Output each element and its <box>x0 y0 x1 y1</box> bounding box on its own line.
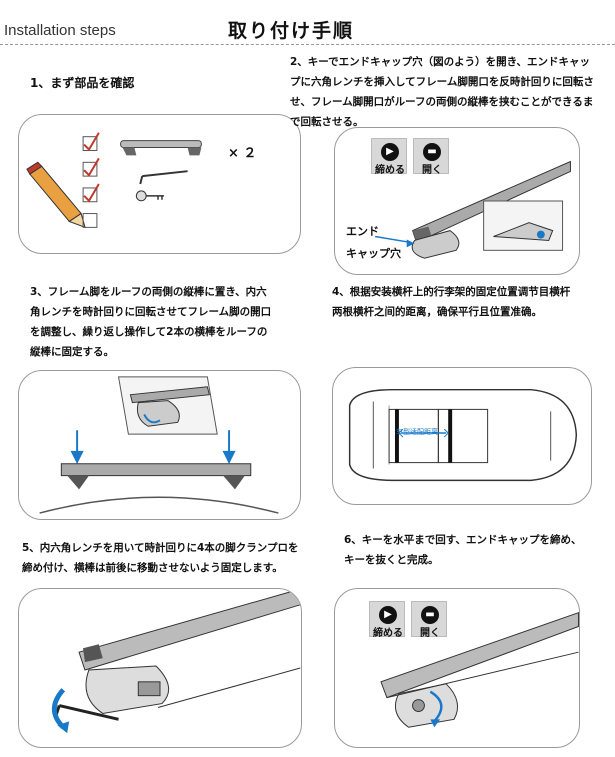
down-arrow-icon <box>70 430 236 464</box>
step5-line: 5、内六角レンチを用いて時計回りに4本の脚クランプロを <box>22 542 299 554</box>
quantity-label: × ２ <box>228 146 257 161</box>
lock-label: 締める <box>373 628 403 639</box>
unlock-label: 開く <box>420 628 440 639</box>
step3-line: を調整し、繰り返し操作して2本の横棒をルーフの <box>30 326 268 338</box>
step6-panel <box>334 588 580 748</box>
finish-illustration <box>380 612 579 728</box>
hex-wrench-icon <box>139 170 188 185</box>
key-icon <box>135 190 164 202</box>
step3-line: 縦棒に固定する。 <box>30 346 114 358</box>
step2-line: で回転させる。 <box>290 116 364 128</box>
step2-line: 2、キーでエンドキャップ穴（図のよう）を開き、エンドキャッ <box>290 56 590 68</box>
step5-line: 締め付け、横棒は前後に移動させないよう固定します。 <box>22 562 283 574</box>
step3-line: 3、フレーム脚をルーフの両側の縦棒に置き、内六 <box>30 286 267 298</box>
step3-panel <box>18 370 301 520</box>
parts-illustration <box>26 132 202 229</box>
step5-panel <box>18 588 302 748</box>
step3-line: 角レンチを時計回りに回転させてフレーム脚の開口 <box>30 306 272 318</box>
unlock-icon: ▬ 開く <box>411 601 447 639</box>
mount-illustration <box>39 376 279 514</box>
step2-line: せ、フレーム脚開口がルーフの両側の縦棒を挟むことができるま <box>290 96 594 108</box>
step6-text: 6、キーを水平まで回す、エンドキャップを締め、 キーを抜くと完成。 <box>344 530 606 570</box>
rotation-arrow-icon <box>51 688 70 734</box>
tighten-illustration <box>51 589 301 734</box>
header-divider <box>0 44 615 45</box>
step4-text: 4、根据安装横杆上的行李架的固定位置调节目横杆 两根横杆之间的距离，确保平行且位… <box>332 282 612 322</box>
step2-line: プに六角レンチを挿入してフレーム脚開口を反時計回りに回転さ <box>290 76 594 88</box>
endcap-label-line1: エンド <box>346 225 379 238</box>
endcap-label-line2: キャップ穴 <box>346 247 401 260</box>
pencil-icon <box>26 161 86 229</box>
endcap-illustration <box>374 160 571 259</box>
english-title: Installation steps <box>4 22 116 39</box>
step1-panel <box>18 114 301 254</box>
lock-icon: ▶ 締める <box>369 601 405 639</box>
rotation-arrow-icon <box>429 690 443 728</box>
step4-line: 4、根据安装横杆上的行李架的固定位置调节目横杆 <box>332 286 571 298</box>
lock-label: 締める <box>375 165 405 176</box>
car-distance-label: 车型适配距离 <box>396 428 438 436</box>
step2-text: 2、キーでエンドキャップ穴（図のよう）を開き、エンドキャッ プに六角レンチを挿入… <box>290 52 612 132</box>
unlock-icon: ▬ 開く <box>413 138 449 176</box>
step6-line: 6、キーを水平まで回す、エンドキャップを締め、 <box>344 534 582 546</box>
step4-panel <box>332 367 592 505</box>
lock-icon: ▶ 締める <box>371 138 407 176</box>
step4-line: 两根横杆之间的距离，确保平行且位置准确。 <box>332 306 542 318</box>
step1-title: 1、まず部品を確認 <box>30 76 135 90</box>
unlock-label: 開く <box>422 165 442 176</box>
car-topview-illustration <box>348 388 578 482</box>
crossbar-part <box>120 140 202 156</box>
step3-text: 3、フレーム脚をルーフの両側の縦棒に置き、内六 角レンチを時計回りに回転させてフ… <box>30 282 312 362</box>
step6-line: キーを抜くと完成。 <box>344 554 439 566</box>
japanese-title: 取り付け手順 <box>228 20 355 42</box>
step5-text: 5、内六角レンチを用いて時計回りに4本の脚クランプロを 締め付け、横棒は前後に移… <box>22 538 320 578</box>
checkbox-icon <box>82 132 100 228</box>
